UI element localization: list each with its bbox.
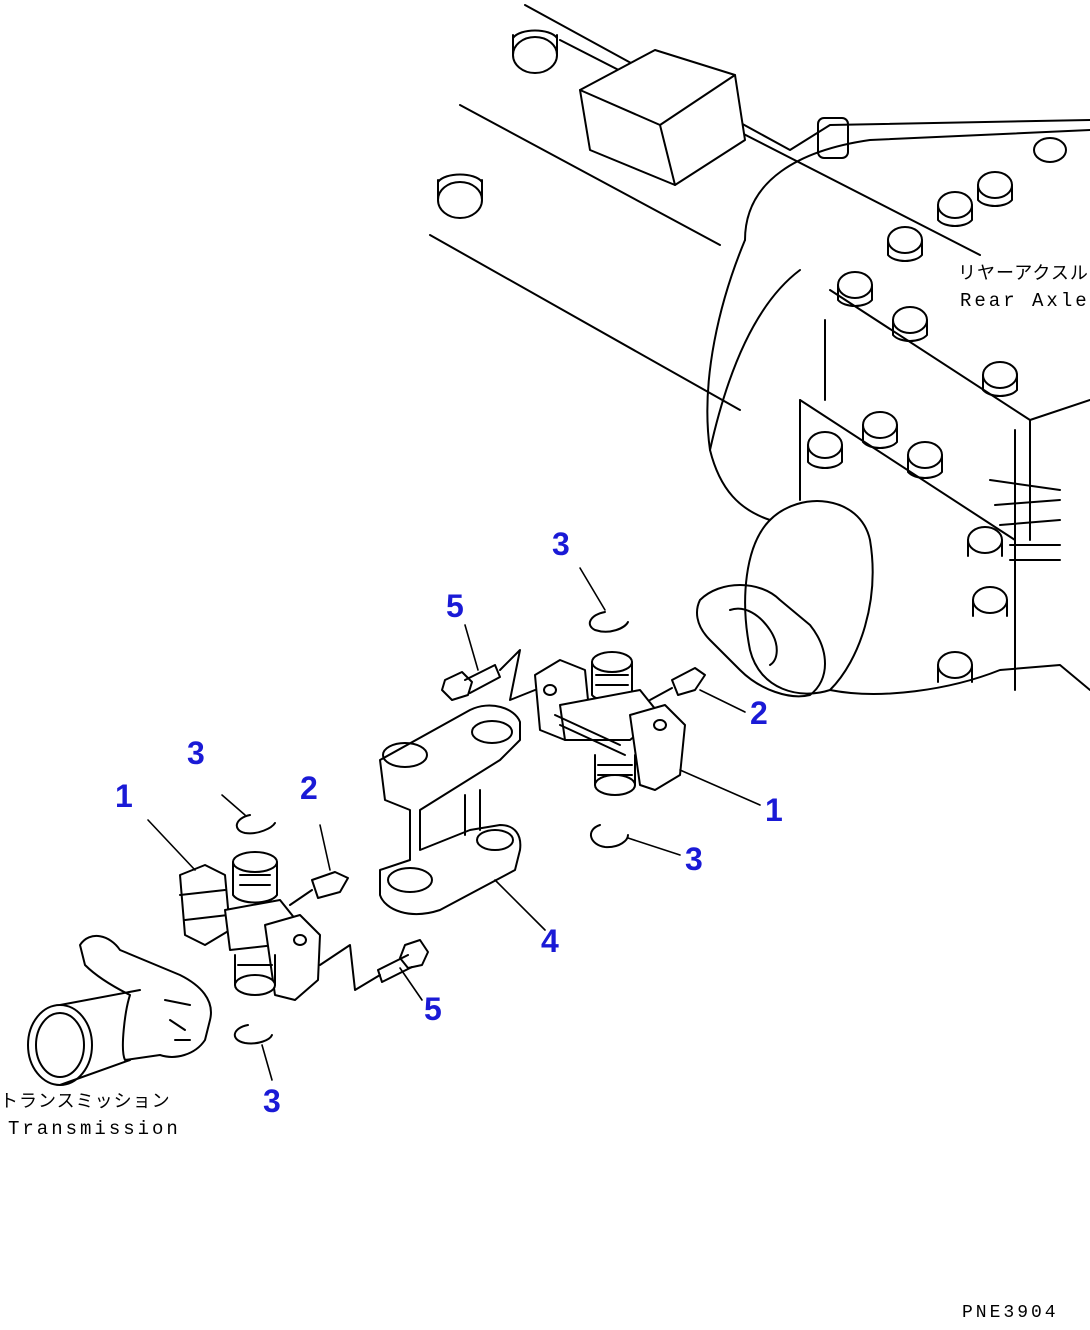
drawing-code: PNE3904 [962, 1303, 1059, 1323]
callout-2-left: 2 [300, 770, 318, 806]
callout-1-left: 1 [115, 778, 133, 814]
callout-3-upper-left: 3 [187, 735, 205, 771]
callout-4: 4 [541, 923, 559, 959]
callout-3-top: 3 [552, 526, 570, 562]
rear-axle-label-en: Rear Axle [960, 290, 1090, 312]
rear-axle-housing [429, 4, 1090, 698]
bolt-upper [441, 649, 536, 701]
universal-joint-right [534, 651, 686, 796]
center-yoke [379, 704, 522, 915]
leader-lines [147, 567, 761, 1081]
grease-nipple-left [289, 871, 349, 906]
transmission-flange [27, 935, 212, 1086]
callout-3-right: 3 [685, 841, 703, 877]
callout-5-upper: 5 [446, 588, 464, 624]
bolt-lower [319, 939, 429, 991]
callout-5-lower: 5 [424, 991, 442, 1027]
callout-2-right: 2 [750, 695, 768, 731]
universal-joint-left [179, 851, 321, 1001]
transmission-label-jp: トランスミッション [0, 1093, 171, 1113]
rear-axle-label-jp: リヤーアクスル [958, 265, 1089, 285]
grease-nipple-right [649, 667, 706, 701]
callout-1-right: 1 [765, 792, 783, 828]
callout-3-lower-left: 3 [263, 1083, 281, 1119]
transmission-label-en: Transmission [8, 1118, 181, 1140]
snap-rings [233, 611, 629, 1045]
